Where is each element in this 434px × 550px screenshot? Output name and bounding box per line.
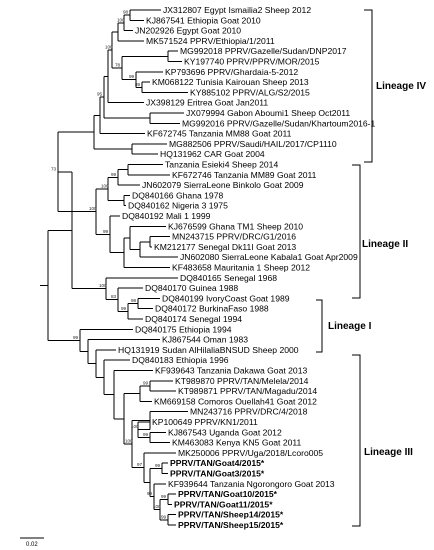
leaf-label: PPRV/TAN/Goat10/2015* [178, 489, 278, 499]
leaf-label: DQ840170 Guinea 1988 [145, 283, 238, 293]
leaf-label: HQ131962 CAR Goat 2004 [160, 149, 265, 159]
lineage-i-label: Lineage I [328, 321, 372, 332]
leaf-label: DQ840192 Mali 1 1999 [122, 211, 211, 221]
leaf-label: JN202926 Egypt Goat 2010 [135, 26, 241, 36]
leaf-label: PPRV/TAN/Goat3/2015* [170, 469, 265, 479]
leaf-label: KP793696 PPRV/Ghardaia-5-2012 [165, 67, 298, 77]
leaf-label: DQ840165 Senegal 1968 [180, 273, 277, 283]
leaf-label: JX398129 Eritrea Goat Jan2011 [146, 98, 268, 108]
leaf-labels: JX312807 Egypt Ismailia2 Sheep 2012KJ867… [118, 5, 376, 530]
leaf-label: MG882506 PPRV/Saudi/HAIL/2017/CP1110 [169, 139, 337, 149]
leaf-label: JN602080 SierraLeone Kabala1 Goat Apr200… [180, 252, 358, 262]
leaf-label: KF939643 Tanzania Dakawa Goat 2013 [155, 366, 307, 376]
leaf-label: MN243715 PPRV/DRC/G1/2016 [172, 232, 296, 242]
leaf-label: DQ840183 Ethiopia 1996 [132, 355, 229, 365]
leaf-label: DQ840166 Ghana 1978 [132, 190, 223, 200]
leaf-label: HQ131919 Sudan AlHilaliaBNSUD Sheep 2000 [118, 345, 299, 355]
bootstrap-value: 78 [115, 62, 121, 67]
leaf-label: JN602079 SierraLeone Binkolo Goat 2009 [142, 180, 304, 190]
leaf-label: KJ867543 Uganda Goat 2012 [168, 427, 282, 437]
bootstrap-value: 100 [153, 504, 161, 509]
leaf-label: DQ840172 BurkinaFaso 1988 [155, 304, 269, 314]
bootstrap-value: 98 [131, 298, 137, 303]
bootstrap-value: 99 [103, 229, 109, 234]
lineage-i-bracket: Lineage I [316, 299, 372, 353]
bootstrap-value: 99 [143, 380, 149, 385]
bootstrap-value: 98 [123, 10, 129, 15]
bootstrap-value: 100 [125, 439, 133, 444]
leaf-label: PPRV/TAN/Goat4/2015* [170, 458, 265, 468]
leaf-label: DQ840174 Senegal 1994 [145, 314, 242, 324]
leaf-label: KM463083 Kenya KN5 Goat 2011 [172, 438, 302, 448]
lineage-ii-label: Lineage II [362, 239, 408, 250]
bootstrap-value: 100 [101, 183, 109, 188]
leaf-label: KY197740 PPRV/PPRV/MOR/2015 [184, 57, 320, 67]
bootstrap-value: 89 [135, 82, 141, 87]
bootstrap-value: 97 [137, 462, 143, 467]
leaf-label: MG992018 PPRV/Gazelle/Sudan/DNP2017 [180, 46, 347, 56]
lineage-iv-label: Lineage IV [376, 81, 426, 92]
leaf-label: KM669158 Comoros Ouellah41 Goat 2012 [154, 396, 317, 406]
leaf-label: MN243716 PPRV/DRC/4/2018 [190, 407, 308, 417]
lineage-ii-bracket: Lineage II [352, 164, 408, 299]
leaf-label: DQ840175 Ethiopia 1994 [135, 324, 232, 334]
leaf-label: PPRV/TAN/Sheep14/2015* [178, 510, 284, 520]
leaf-label: KJ867541 Ethiopia Goat 2010 [146, 15, 261, 25]
leaf-label: KJ867544 Oman 1983 [162, 335, 248, 345]
scale-bar-label: 0.02 [26, 542, 38, 548]
leaf-label: KM068122 Tunisia Kairouan Sheep 2013 [152, 77, 309, 87]
bootstrap-value: 99 [155, 463, 161, 468]
bootstrap-value: 100 [105, 44, 113, 49]
leaf-label: JX079994 Gabon Aboumi1 Sheep Oct2011 [186, 108, 350, 118]
leaf-label: DQ840199 IvoryCoast Goat 1989 [162, 293, 290, 303]
bootstrap-value: 83 [111, 294, 117, 299]
leaf-label: KM212177 Senegal Dk11I Goat 2013 [154, 242, 296, 252]
bootstrap-labels: 9810089997810095739910099100100989983999… [51, 10, 167, 520]
bootstrap-value: 99 [147, 491, 153, 496]
bootstrap-value: 99 [73, 335, 79, 340]
leaf-label: PPRV/TAN/Sheep15/2015* [178, 520, 284, 530]
leaf-label: KF939644 Tanzania Ngorongoro Goat 2013 [168, 479, 335, 489]
leaf-label: JX312807 Egypt Ismailia2 Sheep 2012 [163, 5, 311, 15]
leaf-label: PPRV/TAN/Goat11/2015* [174, 499, 273, 509]
bootstrap-value: 99 [161, 514, 167, 519]
bootstrap-value: 100 [131, 424, 139, 429]
bootstrap-value: 100 [99, 283, 107, 288]
bootstrap-value: 99 [129, 74, 135, 79]
leaf-label: KF483658 Mauritania 1 Sheep 2012 [172, 263, 310, 273]
leaf-label: KF672746 Tanzania MM89 Goat 2011 [172, 170, 317, 180]
bootstrap-value: 99 [143, 432, 149, 437]
lineage-iii-label: Lineage III [364, 447, 413, 458]
leaf-label: MG992016 PPRV/Gazelle/Sudan/Khartoum2016… [182, 118, 376, 128]
bootstrap-value: 73 [51, 166, 57, 171]
leaf-label: KP100649 PPRV/KN1/2011 [152, 417, 258, 427]
lineage-iii-bracket: Lineage III [352, 354, 413, 527]
bootstrap-value: 99 [111, 172, 117, 177]
leaf-label: MK571524 PPRV/Ethiopia/1/2011 [146, 36, 275, 46]
bootstrap-value: 95 [97, 92, 103, 97]
scale-bar: 0.02 [20, 537, 44, 548]
lineage-iv-bracket: Lineage IV [364, 9, 426, 163]
tree-branches [40, 9, 188, 526]
leaf-label: Tanzania Esieki4 Sheep 2014 [165, 160, 278, 170]
bootstrap-value: 100 [117, 17, 125, 22]
leaf-label: KT989871 PPRV/TAN/Magadu/2014 [178, 386, 317, 396]
leaf-label: KJ676599 Ghana TM1 Sheep 2010 [168, 221, 303, 231]
leaf-label: MK250006 PPRV/Uga/2018/Lcoro005 [178, 448, 323, 458]
bootstrap-value: 100 [89, 206, 97, 211]
leaf-label: DQ840162 Nigeria 3 1975 [128, 201, 228, 211]
leaf-label: KF672745 Tanzania MM88 Goat 2011 [147, 129, 292, 139]
leaf-label: KY885102 PPRV/ALG/S2/2015 [190, 87, 310, 97]
leaf-label: KT989870 PPRV/TAN/Melela/2014 [175, 376, 309, 386]
bootstrap-value: 99 [121, 306, 127, 311]
bootstrap-value: 99 [161, 494, 167, 499]
